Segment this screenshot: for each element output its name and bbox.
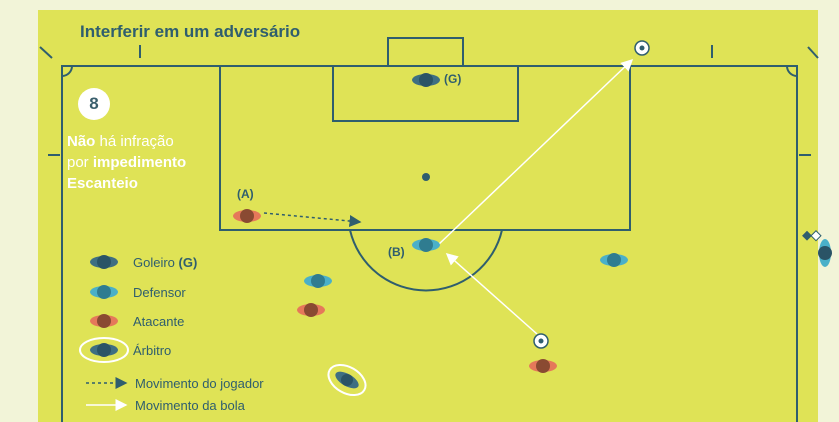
attacker-movement-arrow: [263, 212, 362, 227]
legend-goalkeeper-tag: (G): [178, 255, 198, 270]
legend-referee-icon: [79, 337, 129, 363]
attacker-with-ball-player: [529, 359, 557, 373]
ruling-offside: impedimento: [92, 154, 187, 171]
ruling-corner-kick: Escanteio: [67, 175, 138, 192]
defender-b-player: [412, 238, 440, 252]
ball-movement-arrow-1: [445, 253, 538, 335]
penalty-spot: [422, 173, 430, 181]
legend-referee-label: Árbitro: [133, 343, 172, 358]
attacker-a-label: (A): [237, 187, 254, 201]
legend-ball-movement-label: Movimento da bola: [135, 398, 245, 413]
ball-movement-arrow-2: [437, 58, 634, 246]
pitch-surface: [38, 10, 818, 422]
corner-flag-icon: [802, 230, 822, 242]
ruling-line1-rest: há infração: [95, 133, 174, 150]
ruling-line2-pre: por: [67, 154, 93, 171]
legend-defender-icon: [90, 285, 118, 299]
goalkeeper-label: (G): [444, 72, 462, 86]
legend-goalkeeper-icon: [90, 255, 118, 269]
legend-goalkeeper-label: Goleiro (G): [133, 255, 197, 270]
defender-left-player: [304, 274, 332, 288]
ball-icon: [634, 40, 650, 56]
ball-icon: [533, 333, 549, 349]
legend-attacker-label: Atacante: [133, 314, 185, 329]
scenario-number-badge: 8: [78, 88, 110, 120]
legend-goalkeeper-text: Goleiro: [133, 255, 179, 270]
ruling-text: Não há infração por impedimento Escantei…: [67, 131, 186, 194]
attacker-left-player: [297, 303, 325, 317]
defender-b-label: (B): [388, 245, 405, 259]
pitch-lines: [39, 37, 819, 422]
legend-player-movement-label: Movimento do jogador: [135, 376, 264, 391]
goalkeeper-player: [412, 73, 440, 87]
goal-area-top: [380, 30, 472, 62]
corner-defender-player: [818, 239, 832, 267]
referee-player: [327, 363, 367, 397]
attacker-a-player: [233, 209, 261, 223]
legend-defender-label: Defensor: [133, 285, 186, 300]
ruling-no: Não: [67, 133, 96, 150]
legend-attacker-icon: [90, 314, 118, 328]
defender-right-player: [600, 253, 628, 267]
diagram-title: Interferir em um adversário: [80, 22, 301, 41]
